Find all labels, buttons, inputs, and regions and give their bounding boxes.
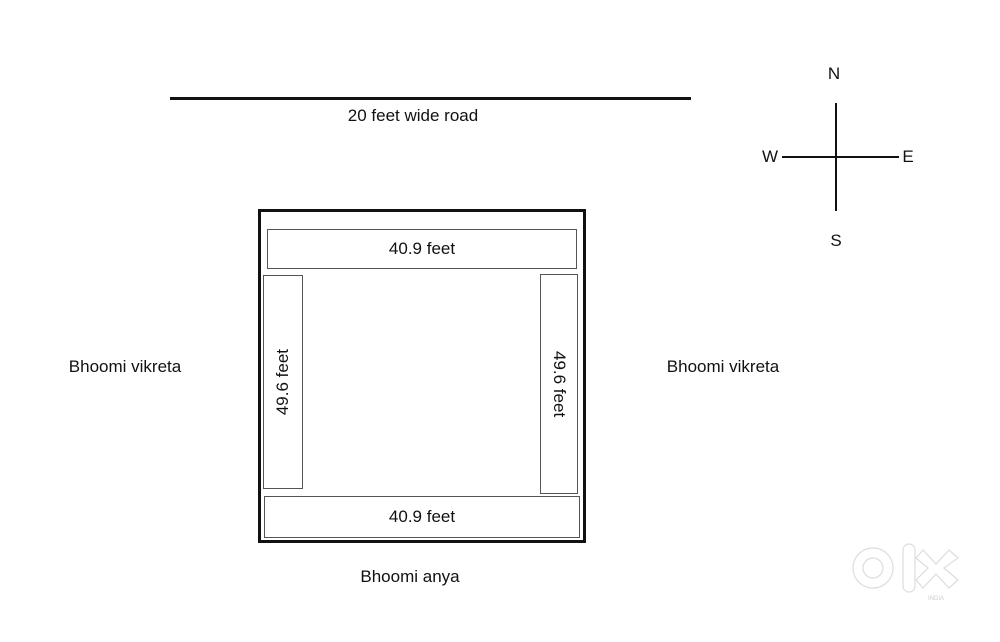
compass-south: S: [830, 231, 842, 250]
right-dimension-label: 49.6 feet: [550, 350, 569, 418]
plot-left-dimension: 49.6 feet: [263, 275, 303, 489]
west-neighbor-label: Bhoomi vikreta: [68, 357, 182, 376]
south-neighbor-label: Bhoomi anya: [360, 567, 460, 586]
plot-right-dimension: 49.6 feet: [540, 274, 578, 494]
olx-watermark-logo: INDIA: [852, 543, 959, 602]
top-dimension-label: 40.9 feet: [388, 239, 456, 258]
plot-boundary: [258, 209, 586, 543]
left-dimension-label: 49.6 feet: [273, 348, 292, 416]
bottom-dimension-label: 40.9 feet: [388, 507, 456, 526]
svg-text:INDIA: INDIA: [928, 596, 944, 602]
road-label: 20 feet wide road: [347, 106, 479, 125]
road-line: [170, 97, 691, 100]
plot-bottom-dimension: 40.9 feet: [264, 496, 580, 538]
east-neighbor-label: Bhoomi vikreta: [666, 357, 780, 376]
compass-north: N: [827, 64, 841, 83]
compass-east: E: [902, 147, 914, 166]
compass-west: W: [761, 147, 779, 166]
plot-top-dimension: 40.9 feet: [267, 229, 577, 269]
compass-ew-line: [782, 156, 899, 158]
